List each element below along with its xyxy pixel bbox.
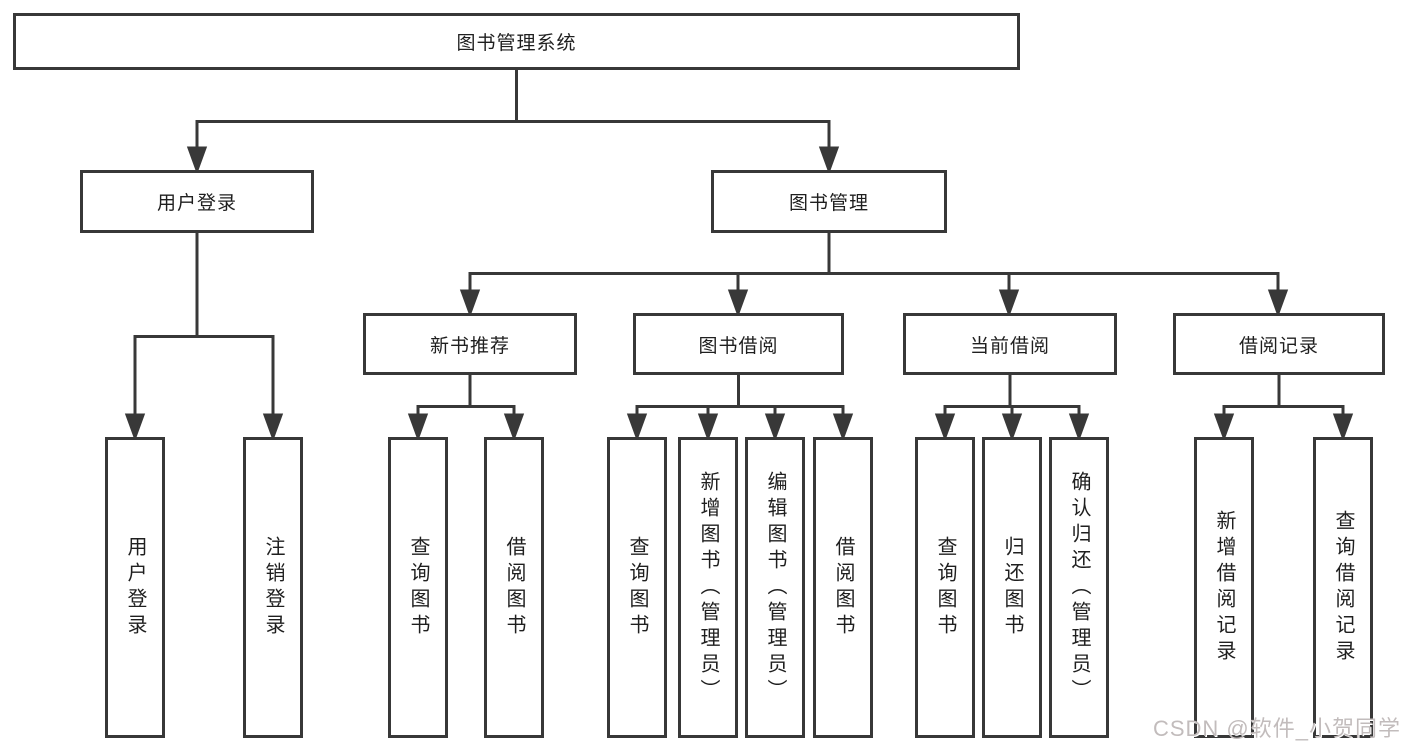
leaf-label: 新增借阅记录 — [1213, 509, 1235, 666]
leaf-label: 借阅图书 — [832, 535, 854, 640]
leaf-label: 查询图书 — [626, 535, 648, 640]
node-label: 图书管理 — [788, 193, 869, 214]
leaf-borrow-books: 借阅图书 — [813, 437, 873, 738]
leaf-label: 归还图书 — [1001, 535, 1023, 640]
leaf-logout: 注销登录 — [243, 437, 303, 738]
node-book-management: 图书管理 — [711, 170, 947, 233]
leaf-add-books-admin: 新增图书（管理员） — [678, 437, 738, 738]
leaf-label: 查询借阅记录 — [1332, 509, 1354, 666]
node-label: 图书借阅 — [698, 335, 779, 357]
leaf-label: 查询图书 — [934, 535, 956, 640]
leaf-confirm-return-admin: 确认归还（管理员） — [1049, 437, 1109, 738]
leaf-query-books: 查询图书 — [607, 437, 667, 738]
leaf-user-login: 用户登录 — [105, 437, 165, 738]
leaf-label: 确认归还（管理员） — [1068, 470, 1090, 705]
leaf-query-books: 查询图书 — [915, 437, 975, 738]
node-root-library-system: 图书管理系统 — [13, 13, 1020, 70]
node-current-borrowing: 当前借阅 — [903, 313, 1117, 375]
node-label: 用户登录 — [156, 193, 237, 214]
leaf-add-borrow-record: 新增借阅记录 — [1194, 437, 1254, 738]
leaf-edit-books-admin: 编辑图书（管理员） — [745, 437, 805, 738]
leaf-label: 新增图书（管理员） — [697, 470, 719, 705]
node-label: 当前借阅 — [969, 335, 1050, 357]
node-book-borrowing: 图书借阅 — [633, 313, 844, 375]
node-label: 新书推荐 — [429, 335, 510, 357]
leaf-borrow-books: 借阅图书 — [484, 437, 544, 738]
leaf-return-books: 归还图书 — [982, 437, 1042, 738]
leaf-label: 编辑图书（管理员） — [764, 470, 786, 705]
leaf-label: 用户登录 — [124, 535, 146, 640]
leaf-query-books: 查询图书 — [388, 437, 448, 738]
leaf-query-borrow-record: 查询借阅记录 — [1313, 437, 1373, 738]
leaf-label: 注销登录 — [262, 535, 284, 640]
leaf-label: 查询图书 — [407, 535, 429, 640]
node-new-book-recommend: 新书推荐 — [363, 313, 577, 375]
leaf-label: 借阅图书 — [503, 535, 525, 640]
node-user-login: 用户登录 — [80, 170, 314, 233]
node-label: 图书管理系统 — [456, 33, 577, 54]
node-borrow-records: 借阅记录 — [1173, 313, 1385, 375]
node-label: 借阅记录 — [1238, 335, 1319, 357]
